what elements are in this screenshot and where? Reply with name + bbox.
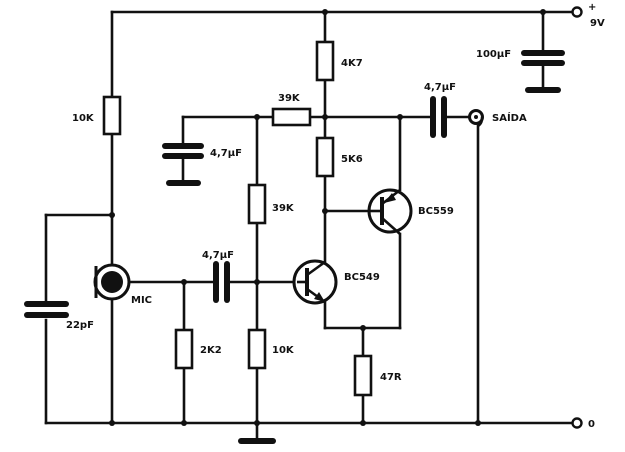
resistor-47r bbox=[353, 354, 373, 397]
capacitor-decoupling-label: 4,7µF bbox=[210, 148, 242, 159]
capacitor-100uf bbox=[521, 10, 565, 93]
capacitor-input-label: 4,7µF bbox=[202, 250, 234, 261]
transistor-bc549-label: BC549 bbox=[344, 272, 380, 283]
supply-terminal bbox=[571, 6, 583, 18]
resistor-2k2 bbox=[174, 328, 194, 370]
capacitor-22pf bbox=[24, 301, 69, 318]
resistor-47r-label: 47R bbox=[380, 372, 402, 383]
transistor-bc559 bbox=[367, 188, 413, 235]
output-label: SAÍDA bbox=[492, 111, 527, 124]
capacitor-output bbox=[430, 96, 474, 138]
resistor-39k-horizontal bbox=[271, 107, 312, 127]
resistor-4k7 bbox=[315, 40, 335, 82]
collector-wiring bbox=[323, 10, 402, 425]
transistor-bc559-label: BC559 bbox=[418, 206, 454, 217]
resistor-10k-bottom bbox=[247, 328, 267, 370]
transistor-bc549 bbox=[292, 259, 338, 305]
ground-terminal bbox=[571, 417, 583, 429]
resistor-39k-vertical bbox=[247, 183, 267, 225]
microphone-icon bbox=[93, 263, 131, 301]
resistor-5k6 bbox=[315, 136, 335, 178]
mic-output-wiring bbox=[127, 280, 214, 425]
supply-plus-label: + bbox=[588, 2, 596, 13]
ground-terminal-label: 0 bbox=[588, 419, 595, 430]
mic-label: MIC bbox=[131, 295, 152, 306]
resistor-10k-top-label: 10K bbox=[72, 113, 95, 124]
capacitor-22pf-label: 22pF bbox=[66, 320, 94, 331]
resistor-4k7-label: 4K7 bbox=[341, 58, 363, 69]
resistor-2k2-label: 2K2 bbox=[200, 345, 222, 356]
supply-voltage-label: 9V bbox=[590, 18, 605, 29]
capacitor-decoupling bbox=[162, 143, 204, 186]
resistor-10k-top bbox=[102, 95, 122, 136]
capacitor-input bbox=[213, 261, 299, 303]
left-column-wiring bbox=[44, 10, 114, 425]
resistor-5k6-label: 5K6 bbox=[341, 154, 363, 165]
resistor-39k-horizontal-label: 39K bbox=[278, 93, 301, 104]
junction-dots bbox=[109, 9, 546, 426]
resistor-39k-vertical-label: 39K bbox=[272, 203, 295, 214]
capacitor-100uf-label: 100µF bbox=[476, 49, 511, 60]
resistor-10k-bottom-label: 10K bbox=[272, 345, 295, 356]
capacitor-output-label: 4,7µF bbox=[424, 82, 456, 93]
output-jack-icon bbox=[468, 109, 484, 425]
